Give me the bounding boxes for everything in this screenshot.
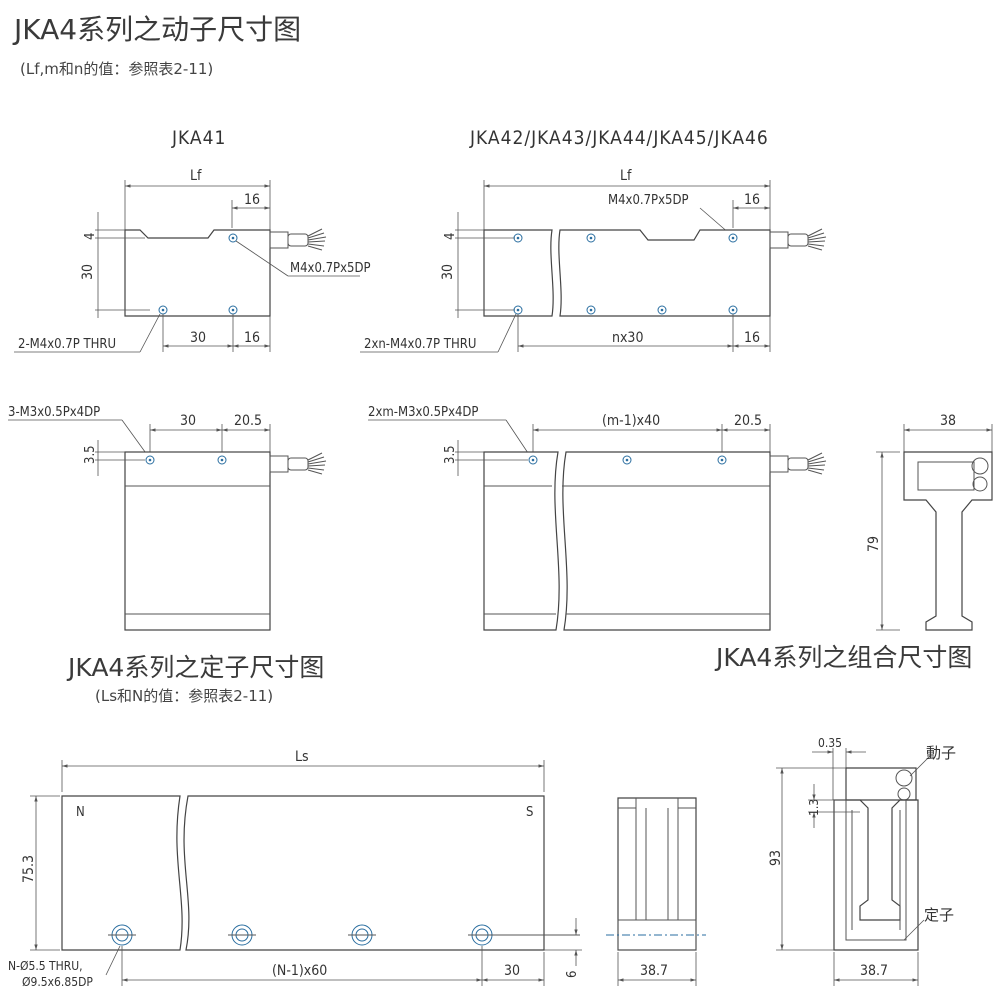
- stator-ls-label: Ls: [295, 749, 309, 765]
- stator-end-offset-label: 30: [504, 963, 520, 979]
- combo-offset-label: 1.3: [807, 799, 821, 816]
- stator-view: Ls N S 75.3 N-Ø5.5 THRU, Ø9.5x6.85DP (N-…: [8, 749, 582, 989]
- jka42-205-top-label: 20.5: [734, 413, 762, 429]
- jka41-35-label: 3.5: [83, 445, 98, 464]
- jka42-16-bottom-label: 16: [744, 330, 760, 346]
- stator-dimension-note: (Ls和N的值：参照表2-11): [95, 687, 274, 705]
- stator-end-width-label: 38.7: [640, 963, 668, 979]
- jka41-title: JKA41: [171, 127, 226, 149]
- tapped-hole-icon: [528, 455, 538, 465]
- jka42-m40-label: (m-1)x40: [602, 413, 660, 429]
- jka42-top-holes-label: 2xm-M3x0.5Px4DP: [368, 405, 479, 420]
- stator-dimension-title: JKA4系列之定子尺寸图: [68, 653, 325, 682]
- stator-n-mark: N: [76, 805, 85, 820]
- stator-hole-label-line1: N-Ø5.5 THRU,: [8, 959, 83, 973]
- jka41-205-top-label: 20.5: [234, 413, 262, 429]
- counterbore-hole-icon: [228, 924, 256, 946]
- stator-end-body: [617, 797, 697, 951]
- stator-s-mark: S: [526, 805, 533, 820]
- mover-side-view: 38 79: [866, 413, 993, 631]
- jka41-front-body: [124, 451, 271, 631]
- combo-mover-label: 動子: [926, 744, 956, 762]
- jka42-top-view: JKA42/JKA43/JKA44/JKA45/JKA46 Lf M4x0.7P…: [360, 127, 827, 353]
- thru-hole-icon: [586, 305, 596, 315]
- combo-height-label: 93: [768, 850, 784, 866]
- tapped-hole-icon: [717, 455, 727, 465]
- jka41-front-view: 3-M3x0.5Px4DP 30 20.5 3.5: [8, 405, 327, 631]
- jka42-front-body: [483, 451, 560, 631]
- jka41-4-label: 4: [83, 233, 98, 240]
- combined-dimension-title: JKA4系列之组合尺寸图: [716, 643, 973, 672]
- mover-dimension-title: JKA4系列之动子尺寸图: [14, 13, 302, 46]
- side-height-label: 79: [866, 536, 882, 552]
- tapped-hole-icon: [228, 233, 238, 243]
- jka41-top-holes-label: 3-M3x0.5Px4DP: [8, 405, 100, 420]
- tapped-hole-icon: [513, 233, 523, 243]
- jka42-35-label: 3.5: [443, 445, 458, 464]
- jka42-thru-label: 2xn-M4x0.7P THRU: [364, 337, 476, 352]
- jka42-nx30-label: nx30: [612, 330, 643, 346]
- jka42-16-top-label: 16: [744, 192, 760, 208]
- stator-height-label: 75.3: [21, 855, 37, 883]
- jka41-16-bottom-label: 16: [244, 330, 260, 346]
- jka42-mover-body: [483, 229, 554, 317]
- jka42-title: JKA42/JKA43/JKA44/JKA45/JKA46: [469, 127, 769, 149]
- tapped-hole-icon: [622, 455, 632, 465]
- jka42-lf-label: Lf: [620, 168, 632, 184]
- tapped-hole-icon: [145, 455, 155, 465]
- counterbore-hole-icon: [108, 924, 136, 946]
- jka41-30-top-label: 30: [180, 413, 196, 429]
- jka41-thru-label: 2-M4x0.7P THRU: [18, 337, 116, 352]
- jka42-4-label: 4: [443, 233, 458, 240]
- stator-end-view: 38.7: [606, 797, 706, 986]
- jka41-mover-body: [124, 229, 271, 317]
- counterbore-hole-icon: [348, 924, 376, 946]
- stator-hole-height-label: 6: [565, 971, 580, 978]
- jka41-tap-label: M4x0.7Px5DP: [290, 261, 371, 276]
- combo-stator-label: 定子: [924, 906, 954, 924]
- jka42-tap-label: M4x0.7Px5DP: [608, 193, 689, 208]
- combo-gap-label: 0.35: [818, 736, 842, 750]
- tapped-hole-icon: [728, 233, 738, 243]
- jka41-top-view: JKA41 Lf 16 4 30 M4x0.7Px5DP 2-M4x0.7P T…: [14, 127, 371, 353]
- mover-dimension-note: (Lf,m和n的值：参照表2-11): [20, 60, 214, 78]
- combo-width-label: 38.7: [860, 963, 888, 979]
- tapped-hole-icon: [586, 233, 596, 243]
- stator-body: [61, 795, 183, 951]
- jka41-lf-label: Lf: [190, 168, 202, 184]
- mover-side-body: [903, 451, 993, 631]
- jka41-30-height-label: 30: [80, 264, 96, 280]
- combined-view: 0.35 1.3 93 動子 定子 38.7: [768, 736, 956, 986]
- tapped-hole-icon: [217, 455, 227, 465]
- jka41-30-bottom-label: 30: [190, 330, 206, 346]
- thru-hole-icon: [657, 305, 667, 315]
- counterbore-hole-icon: [468, 924, 580, 946]
- side-width-label: 38: [940, 413, 956, 429]
- jka42-front-view: 2xm-M3x0.5Px4DP (m-1)x40 20.5 3.5: [368, 405, 827, 631]
- combined-stator-body: [833, 799, 919, 951]
- stator-hole-label-line2: Ø9.5x6.85DP: [22, 975, 93, 989]
- jka42-30-height-label: 30: [440, 264, 456, 280]
- stator-pitch-label: (N-1)x60: [272, 963, 327, 979]
- jka41-16-top-label: 16: [244, 192, 260, 208]
